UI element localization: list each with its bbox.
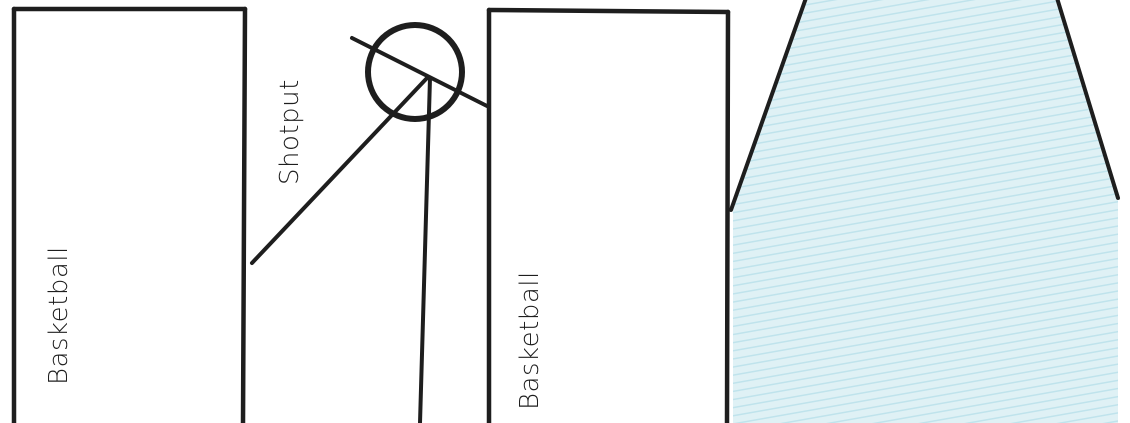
court-center-label: Basketball [515, 271, 545, 410]
shotput-sector-right-line [420, 78, 430, 423]
shaded-field [733, 0, 1118, 423]
shotput-circle [368, 25, 462, 119]
court-left-label: Basketball [44, 246, 74, 385]
shotput-label: Shotput [275, 79, 305, 185]
